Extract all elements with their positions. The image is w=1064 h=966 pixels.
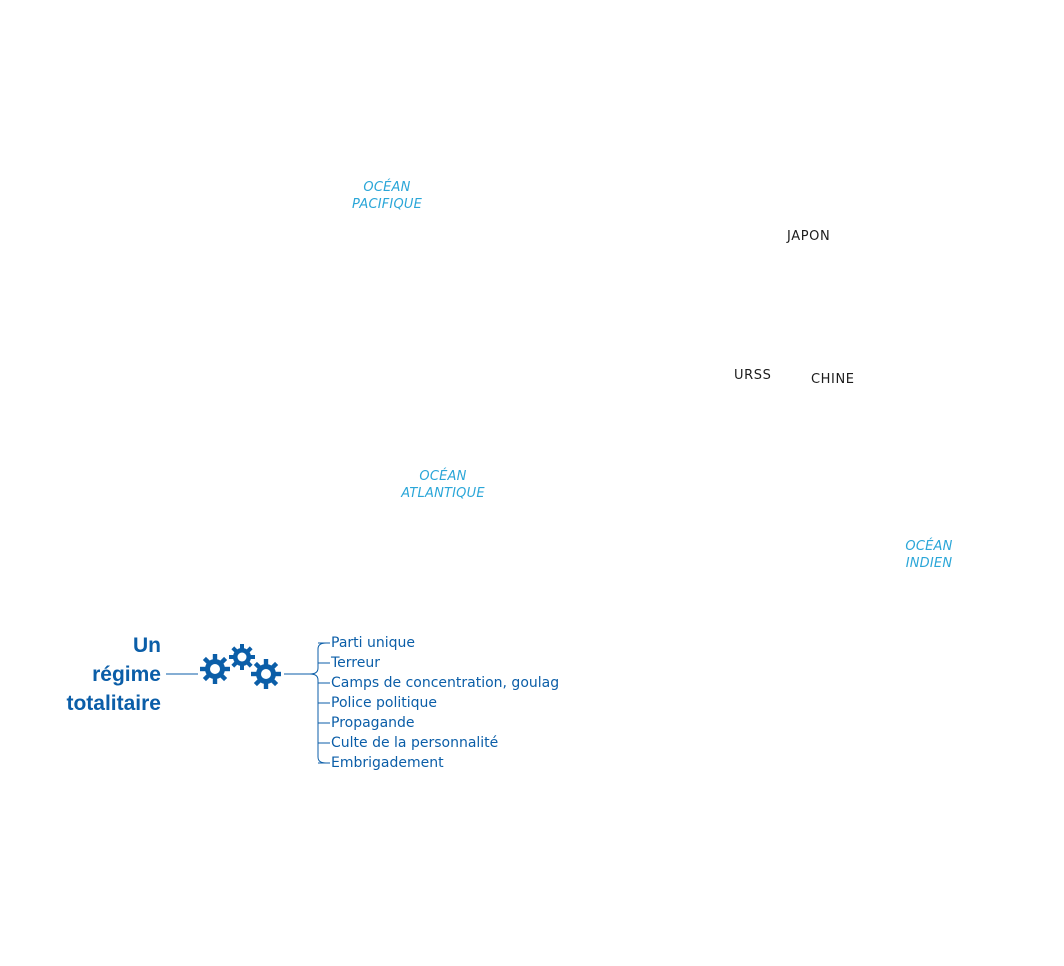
legend-item: Propagande — [331, 715, 415, 731]
gears-icon — [200, 644, 281, 689]
legend-item: Parti unique — [331, 635, 415, 651]
ocean-label-line: PACIFIQUE — [351, 197, 423, 212]
legend-title-line: Un — [133, 634, 161, 657]
legend-item: Embrigadement — [331, 755, 444, 771]
legend-brace — [309, 642, 327, 764]
ocean-label-line: INDIEN — [905, 556, 953, 571]
gear-icon — [200, 654, 230, 684]
legend-title-line: totalitaire — [66, 692, 161, 715]
legend-item: Police politique — [331, 695, 438, 711]
ocean-label-indian: OCÉAN INDIEN — [889, 538, 969, 572]
legend-list: Parti unique Terreur Camps de concentrat… — [331, 633, 559, 773]
legend-item: Culte de la personnalité — [331, 735, 499, 751]
legend-item: Terreur — [331, 655, 380, 671]
country-label-chine: CHINE — [811, 372, 855, 387]
country-label-japon: JAPON — [787, 229, 831, 244]
legend-title: Un régime totalitaire — [66, 631, 161, 718]
gear-icon — [229, 644, 255, 670]
legend-item: Camps de concentration, goulag — [331, 675, 560, 691]
ocean-label-line: OCÉAN — [419, 469, 467, 484]
ocean-label-atlantic: OCÉAN ATLANTIQUE — [393, 468, 493, 502]
ocean-label-line: OCÉAN — [363, 180, 411, 195]
ocean-label-line: ATLANTIQUE — [401, 486, 485, 501]
ocean-label-line: OCÉAN — [905, 539, 953, 554]
country-label-urss: URSS — [734, 368, 772, 383]
ocean-label-pacific: OCÉAN PACIFIQUE — [341, 179, 433, 213]
gear-icon — [251, 659, 281, 689]
legend-title-line: régime — [92, 663, 161, 686]
legend-connector-graphic — [166, 642, 330, 764]
legend-item-ticks — [318, 642, 330, 764]
